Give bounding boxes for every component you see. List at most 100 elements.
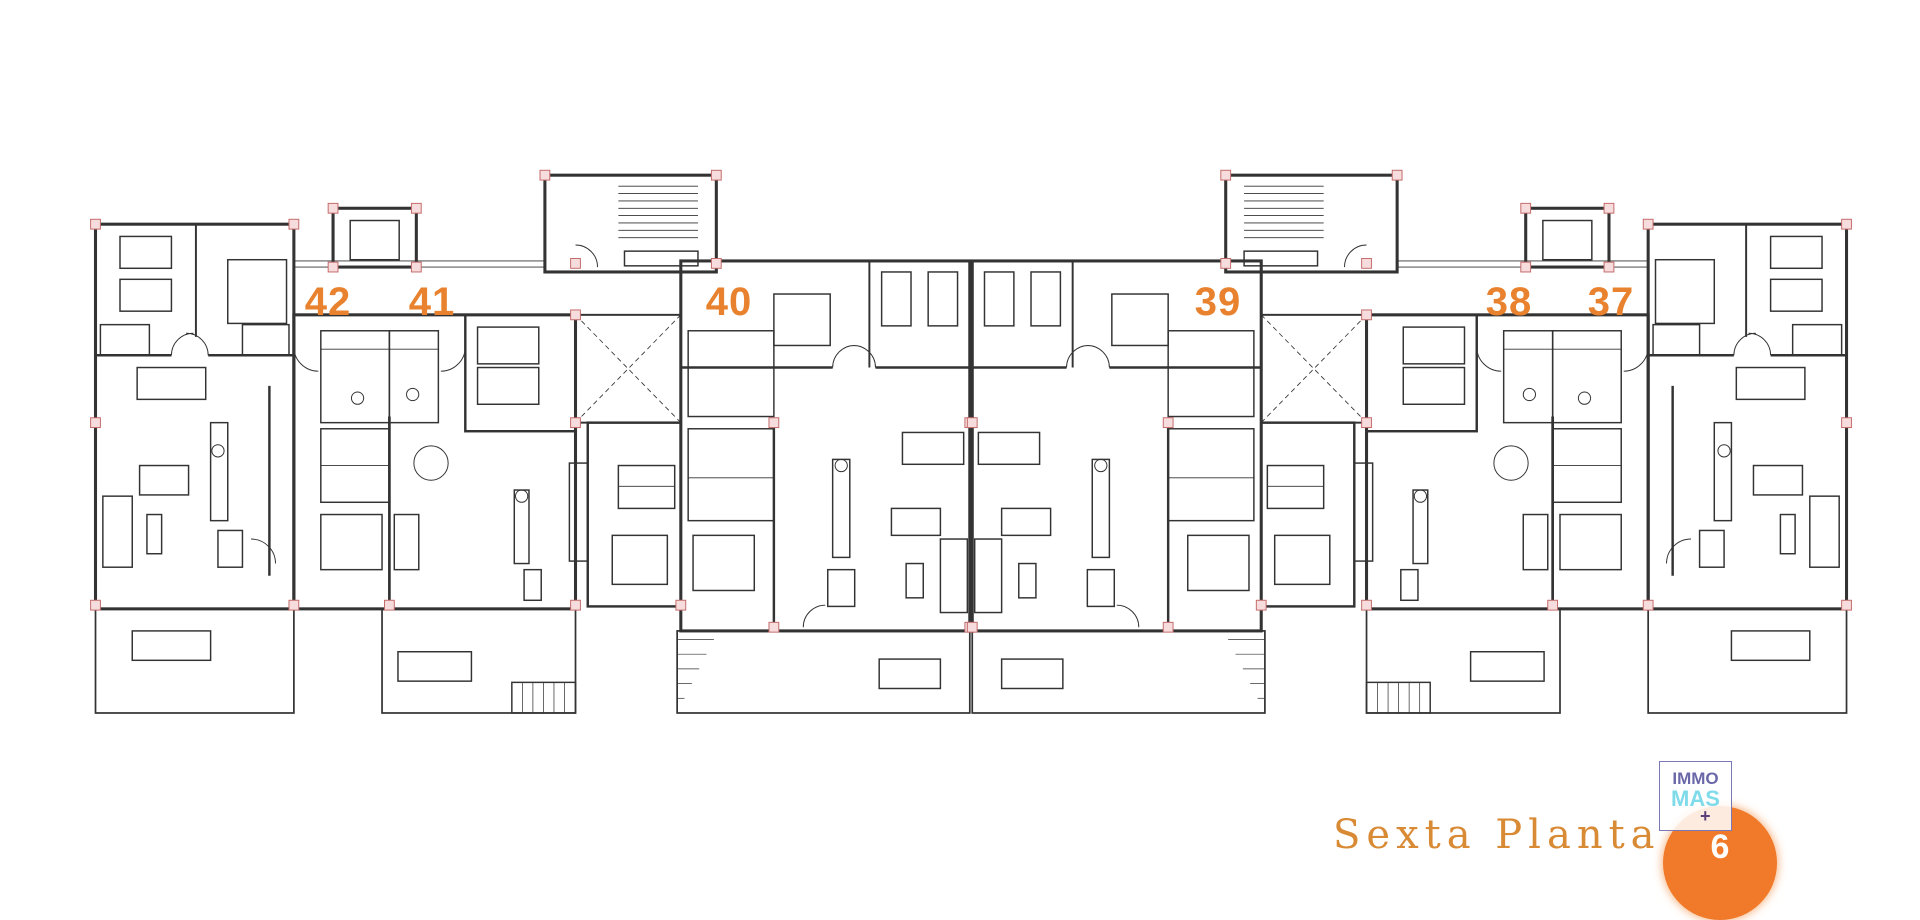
closet xyxy=(99,323,151,357)
structural-column xyxy=(410,261,422,273)
structural-column xyxy=(327,202,339,214)
logo-text-line1: IMMO xyxy=(1672,769,1719,788)
door-swing xyxy=(853,344,876,368)
single-bed xyxy=(476,366,540,406)
unit-label-40[interactable]: 40 xyxy=(705,280,753,324)
structural-column xyxy=(570,309,581,321)
unit-label-42[interactable]: 42 xyxy=(304,280,352,324)
bathroom xyxy=(388,330,440,424)
structural-column xyxy=(570,417,581,429)
structural-column xyxy=(327,261,339,273)
structural-column xyxy=(768,621,780,633)
fixture xyxy=(515,489,529,503)
unit-label-37[interactable]: 37 xyxy=(1587,280,1635,324)
unit-label-38[interactable]: 38 xyxy=(1485,280,1533,324)
fixture xyxy=(350,391,365,405)
immomas-logo: IMMO MAS + xyxy=(1659,761,1732,831)
structural-column xyxy=(570,599,581,611)
bedroom-41 xyxy=(464,313,577,433)
floor-number: 6 xyxy=(1710,828,1730,866)
stair-core xyxy=(543,173,718,274)
round-table xyxy=(413,445,449,481)
structural-column xyxy=(384,599,395,611)
kitchen-counter xyxy=(831,458,851,559)
structural-column xyxy=(410,202,422,214)
single-bed xyxy=(927,271,959,327)
coffee-table xyxy=(905,562,925,599)
sofa xyxy=(138,464,190,496)
bathroom xyxy=(687,330,775,418)
pantry xyxy=(523,568,542,602)
bathroom xyxy=(687,428,775,522)
logo-text-line2: MAS xyxy=(1671,786,1720,811)
door-swing xyxy=(440,346,466,372)
light-well xyxy=(574,313,682,424)
structural-column xyxy=(288,218,300,230)
terrace-41 xyxy=(381,608,577,714)
structural-column xyxy=(675,599,687,611)
single-bed xyxy=(119,235,173,270)
elevator-cabin xyxy=(349,219,400,261)
structural-column xyxy=(768,417,780,429)
unit-label-39[interactable]: 39 xyxy=(1194,280,1242,324)
fixture xyxy=(834,458,848,473)
door-swing xyxy=(575,244,599,268)
sofa xyxy=(890,507,942,537)
elevator-shaft xyxy=(331,206,418,269)
dining-table xyxy=(136,366,207,401)
terrace-table xyxy=(397,651,473,682)
floor-plan xyxy=(90,168,1853,715)
sofa xyxy=(102,495,133,568)
east-wing-mirror xyxy=(965,168,1853,715)
structural-column xyxy=(539,169,551,181)
terrace-42 xyxy=(94,608,295,714)
structural-column xyxy=(710,169,722,181)
door-swing xyxy=(802,604,826,628)
single-bed xyxy=(880,271,912,327)
kitchen-counter xyxy=(513,489,530,565)
stair-landing xyxy=(623,250,699,267)
floor-title: Sexta Planta xyxy=(1333,812,1661,858)
double-bed xyxy=(773,293,831,347)
kitchen-counter xyxy=(209,421,229,522)
structural-column xyxy=(288,599,300,611)
west-wing xyxy=(90,169,976,714)
double-bed xyxy=(692,534,756,592)
door-swing xyxy=(170,332,194,356)
structural-column xyxy=(90,218,101,230)
sofa xyxy=(939,538,969,614)
coffee-table xyxy=(146,513,163,555)
door-swing xyxy=(832,344,855,368)
single-bed xyxy=(119,278,173,312)
light-well-cross xyxy=(575,314,682,423)
structural-column xyxy=(90,599,101,611)
terrace-table xyxy=(131,630,212,662)
terrace-40 xyxy=(676,630,971,714)
light-well-cross xyxy=(575,314,682,423)
fixture xyxy=(211,444,225,458)
structural-column xyxy=(90,417,101,429)
double-bed xyxy=(611,534,669,586)
unit-label-41[interactable]: 41 xyxy=(408,280,456,324)
double-bed xyxy=(320,513,383,571)
single-bed xyxy=(476,326,540,365)
structural-column xyxy=(570,258,581,269)
unit-42-walls xyxy=(93,222,296,611)
logo-plus: + xyxy=(1700,806,1711,826)
pantry xyxy=(217,529,244,568)
dining-table xyxy=(901,431,965,466)
bathroom xyxy=(320,330,391,424)
door-swing xyxy=(293,346,319,372)
pantry xyxy=(827,568,856,608)
door-swing xyxy=(186,332,209,356)
door-swing xyxy=(251,538,276,564)
double-bed xyxy=(227,258,288,325)
kitchen-counter xyxy=(568,462,589,562)
unit-41-walls xyxy=(292,313,578,611)
bathroom xyxy=(617,464,676,510)
terrace-table xyxy=(878,658,942,690)
fixture xyxy=(406,387,420,402)
structural-column xyxy=(710,258,722,269)
wardrobe xyxy=(393,513,420,571)
closet xyxy=(241,323,290,357)
